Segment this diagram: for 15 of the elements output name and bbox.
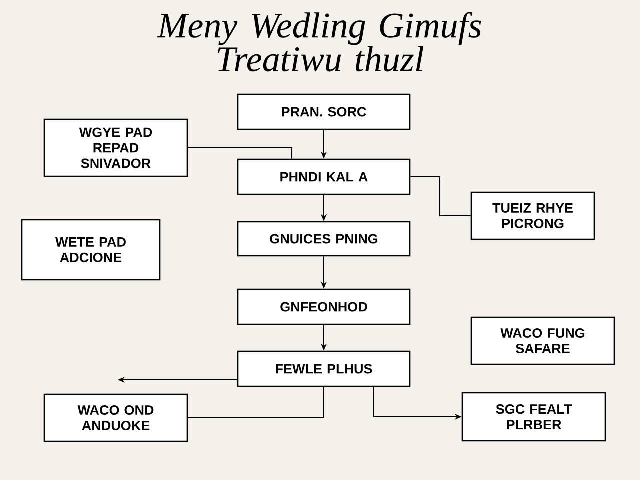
process-box: WACO FUNG SAFARE (470, 316, 616, 366)
process-box: WACO OND ANDUOKE (44, 394, 188, 442)
process-box: PRAN. SORC (237, 94, 411, 130)
process-box: GNFEONHOD (237, 288, 411, 326)
connector-line (410, 176, 472, 216)
connector-line (188, 148, 292, 160)
process-box: WETE PAD ADCIONE (21, 219, 161, 281)
process-box: FEWLE PLHUS (237, 350, 411, 388)
connector-line (188, 386, 324, 418)
process-box: WGYE PAD REPAD SNIVADOR (44, 118, 188, 178)
process-box: PHNDI KAL A (237, 158, 411, 196)
process-box: GNUICES PNING (237, 221, 411, 257)
process-box: SGC FEALT PLRBER (462, 392, 606, 442)
title-text: Meny Wedling Gimufs Treatiwu thuzl (157, 12, 482, 72)
process-box: TUEIZ RHYE PICRONG (470, 192, 596, 240)
